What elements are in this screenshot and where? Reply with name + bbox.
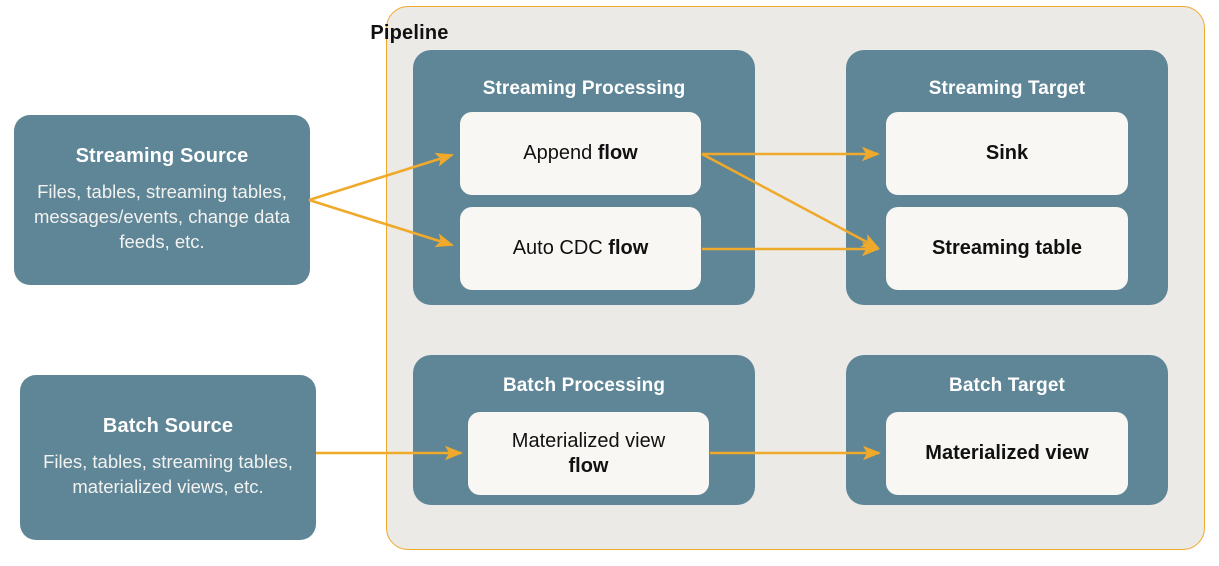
group-title-batch-target: Batch Target: [949, 375, 1065, 396]
box-streaming-source[interactable]: Streaming Source Files, tables, streamin…: [14, 115, 310, 285]
card-mv-flow-bold: flow: [568, 454, 609, 477]
card-append-flow-text: Append: [523, 142, 598, 164]
group-title-streaming-target: Streaming Target: [928, 78, 1086, 99]
batch-source-description: Files, tables, streaming tables, materia…: [43, 451, 293, 497]
card-sink-label: Sink: [985, 142, 1029, 164]
box-batch-source[interactable]: Batch Source Files, tables, streaming ta…: [20, 375, 316, 540]
card-mv-flow-text: Materialized view: [511, 429, 666, 452]
streaming-source-title: Streaming Source: [75, 145, 249, 168]
card-auto-cdc-flow[interactable]: Auto CDC flow: [460, 207, 701, 290]
card-mv-target-label: Materialized view: [925, 442, 1089, 464]
batch-source-title: Batch Source: [102, 415, 234, 438]
pipeline-title: Pipeline: [370, 22, 449, 44]
card-auto-cdc-flow-bold: flow: [608, 237, 649, 259]
card-append-flow[interactable]: Append flow: [460, 112, 701, 195]
card-streaming-table-label: Streaming table: [931, 237, 1083, 259]
card-append-flow-bold: flow: [597, 142, 638, 164]
card-materialized-view-target[interactable]: Materialized view: [886, 412, 1128, 495]
streaming-source-description: Files, tables, streaming tables, message…: [33, 181, 291, 252]
group-title-streaming-processing: Streaming Processing: [482, 78, 686, 99]
group-title-batch-processing: Batch Processing: [502, 375, 666, 396]
card-auto-cdc-flow-text: Auto CDC: [512, 237, 609, 259]
card-streaming-table[interactable]: Streaming table: [886, 207, 1128, 290]
card-sink[interactable]: Sink: [886, 112, 1128, 195]
